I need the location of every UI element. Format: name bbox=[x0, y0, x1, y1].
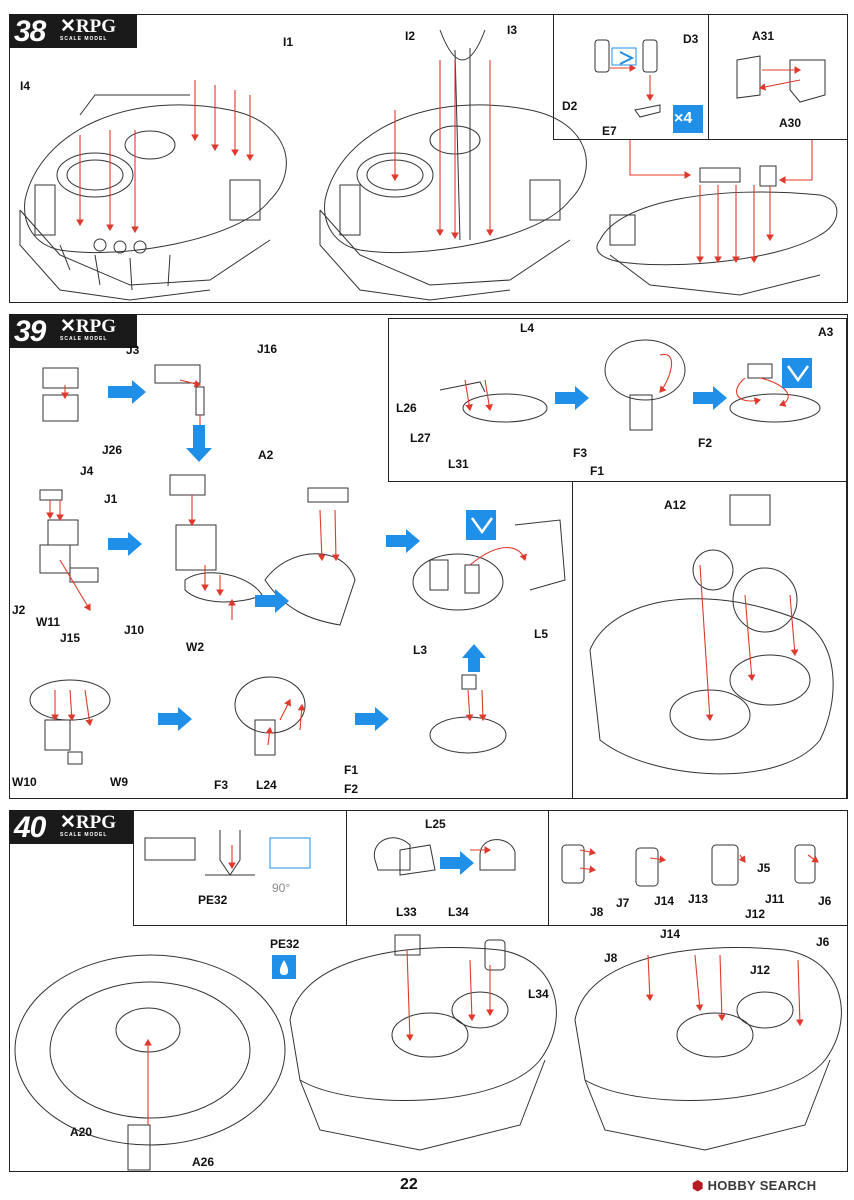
part-label: A2 bbox=[258, 448, 274, 462]
part-label: J7 bbox=[616, 896, 630, 910]
part-label: J1 bbox=[104, 492, 118, 506]
part-label: J26 bbox=[102, 443, 123, 457]
part-label: A20 bbox=[70, 1125, 93, 1139]
part-label: I4 bbox=[20, 79, 31, 93]
step-38-tab bbox=[9, 14, 137, 48]
part-label: L34 bbox=[448, 905, 469, 919]
part-label: L25 bbox=[425, 817, 446, 831]
part-label: F2 bbox=[698, 436, 713, 450]
part-label: D2 bbox=[562, 99, 578, 113]
part-label: PE32 bbox=[270, 937, 300, 951]
multiplier-badge: ×4 bbox=[674, 110, 693, 127]
step-38-number: 38 bbox=[14, 15, 46, 48]
part-label: A31 bbox=[752, 29, 775, 43]
part-label: J2 bbox=[12, 603, 26, 617]
step-40-sub-jparts bbox=[548, 810, 848, 926]
step-39-tab bbox=[9, 314, 137, 348]
step-40-tab bbox=[9, 810, 137, 844]
turret-drawing-2 bbox=[319, 29, 587, 301]
part-label: L3 bbox=[413, 643, 428, 657]
step-40-number: 40 bbox=[14, 811, 46, 844]
part-label: L34 bbox=[528, 987, 549, 1001]
part-label: L27 bbox=[410, 431, 431, 445]
part-label: L33 bbox=[396, 905, 417, 919]
part-label: J6 bbox=[818, 894, 832, 908]
part-label: F1 bbox=[344, 763, 359, 777]
part-label: I2 bbox=[405, 29, 416, 43]
part-label: W10 bbox=[12, 775, 37, 789]
part-label: F3 bbox=[573, 446, 588, 460]
turret-drawing-1 bbox=[19, 94, 287, 301]
part-label: J8 bbox=[590, 905, 604, 919]
part-label: D3 bbox=[683, 32, 699, 46]
part-label: J11 bbox=[765, 892, 785, 906]
part-label: J5 bbox=[757, 861, 771, 875]
part-label: A30 bbox=[779, 116, 802, 130]
part-label: L31 bbox=[448, 457, 469, 471]
part-label: J8 bbox=[604, 951, 618, 965]
part-label: J13 bbox=[688, 892, 709, 906]
part-label: J16 bbox=[257, 342, 278, 356]
part-label: J12 bbox=[750, 963, 771, 977]
step-39-sub-turret bbox=[572, 481, 847, 799]
part-label: F3 bbox=[214, 778, 229, 792]
part-label: F1 bbox=[590, 464, 605, 478]
turret-drawing-3 bbox=[596, 165, 838, 296]
step-40-sub-pe bbox=[133, 810, 348, 926]
part-label: J3 bbox=[126, 343, 140, 357]
part-label: I3 bbox=[507, 23, 518, 37]
step-39-sub-hatch bbox=[388, 318, 847, 482]
part-label: L4 bbox=[520, 321, 535, 335]
part-label: I1 bbox=[283, 35, 294, 49]
angle-label: 90° bbox=[272, 881, 291, 895]
page-number: 22 bbox=[400, 1176, 418, 1193]
part-label: F2 bbox=[344, 782, 359, 796]
part-label: L26 bbox=[396, 401, 417, 415]
part-label: W2 bbox=[186, 640, 204, 654]
part-label: A12 bbox=[664, 498, 687, 512]
part-label: W9 bbox=[110, 775, 128, 789]
part-label: A3 bbox=[818, 325, 834, 339]
part-label: J4 bbox=[80, 464, 94, 478]
part-label: W11 bbox=[36, 615, 61, 629]
part-label: PE32 bbox=[198, 893, 228, 907]
part-label: A26 bbox=[192, 1155, 215, 1169]
part-label: J14 bbox=[654, 894, 675, 908]
part-label: J10 bbox=[124, 623, 145, 637]
part-label: E7 bbox=[602, 124, 617, 138]
watermark-hobby-search: ⬢ HOBBY SEARCH bbox=[692, 1178, 817, 1193]
part-label: J12 bbox=[745, 907, 766, 921]
part-label: J14 bbox=[660, 927, 681, 941]
part-label: J6 bbox=[816, 935, 830, 949]
part-label: J15 bbox=[60, 631, 81, 645]
part-label: L24 bbox=[256, 778, 277, 792]
step-39-number: 39 bbox=[14, 315, 46, 348]
part-label: L5 bbox=[534, 627, 549, 641]
